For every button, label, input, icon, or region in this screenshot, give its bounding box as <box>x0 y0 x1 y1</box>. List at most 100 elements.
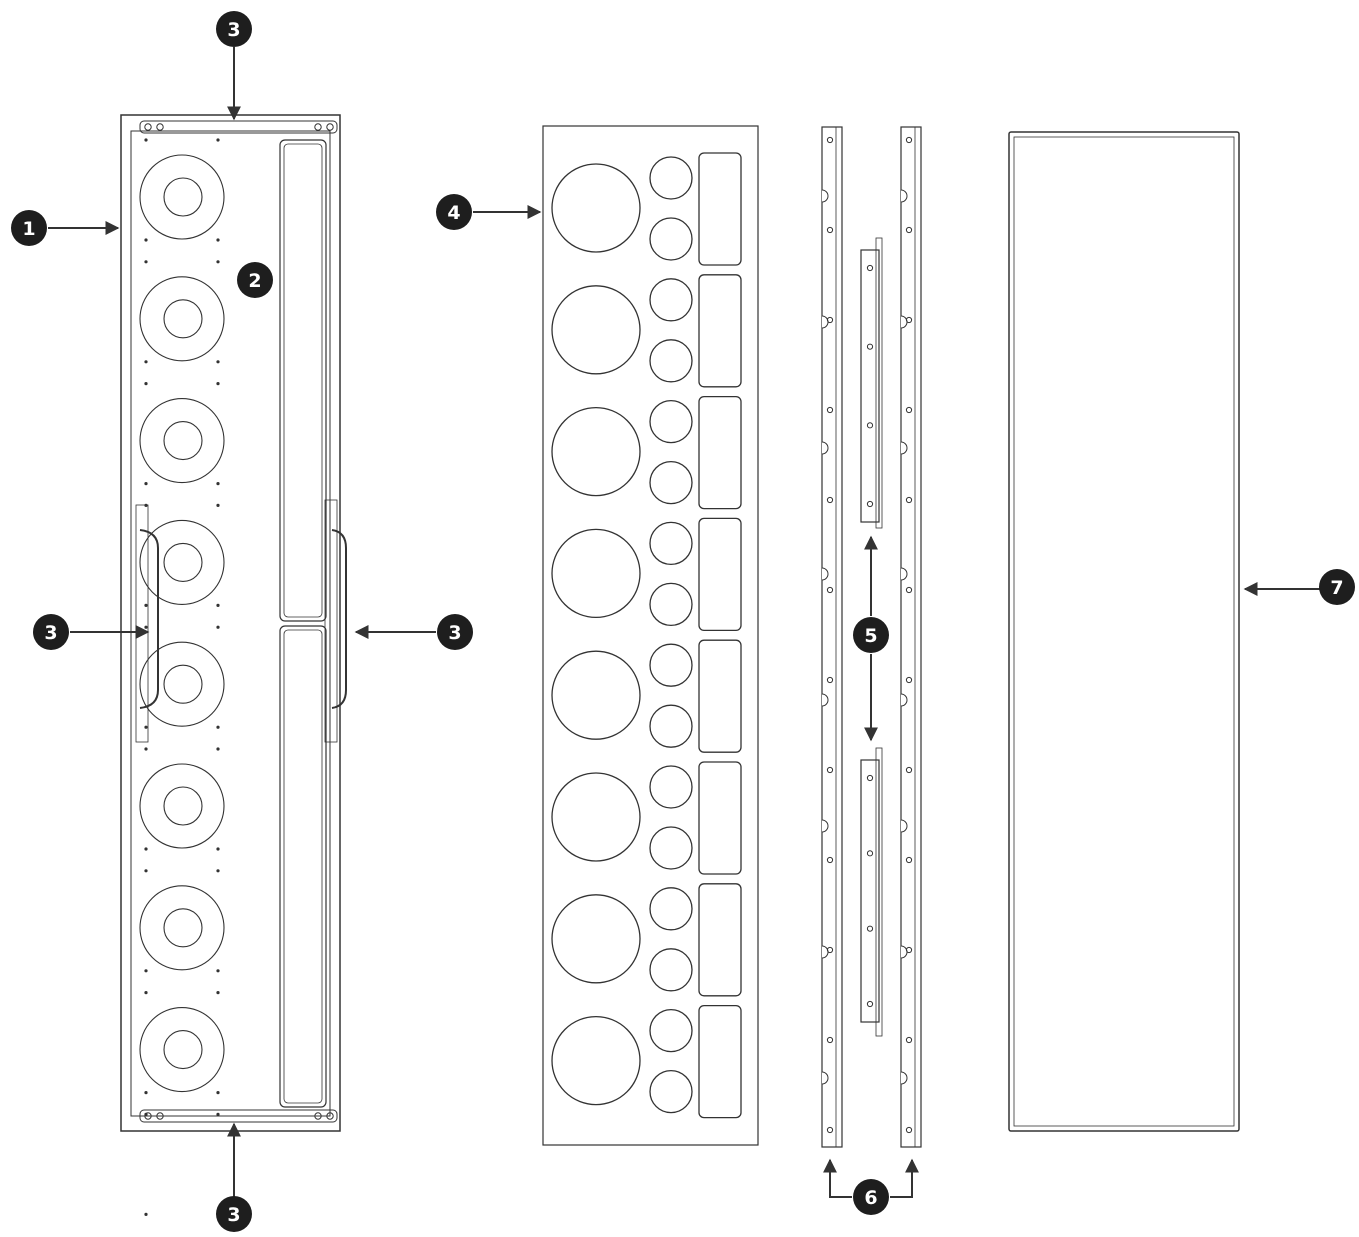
fastener-dot <box>216 847 220 851</box>
small-cutout <box>649 156 693 200</box>
svg-text:2: 2 <box>248 270 261 292</box>
rail-notch <box>900 1071 908 1085</box>
rail-hole <box>905 406 913 414</box>
rail-hole <box>826 856 834 864</box>
woofer-surround <box>139 1007 225 1093</box>
fastener-dot <box>216 260 220 264</box>
woofer-surround <box>139 763 225 849</box>
side-rail-right <box>900 126 922 1148</box>
mount-screw <box>156 1112 164 1120</box>
fastener-dot <box>216 382 220 386</box>
rail-hole <box>826 496 834 504</box>
mount-screw <box>144 1112 152 1120</box>
small-cutout <box>649 217 693 261</box>
fastener-dot <box>216 725 220 729</box>
slot-cutout <box>698 517 742 632</box>
fastener-dot <box>144 238 148 242</box>
svg-text:3: 3 <box>44 622 57 644</box>
callout-3-bottom: 3 <box>216 1196 252 1232</box>
small-cutout <box>649 460 693 505</box>
fastener-dot <box>216 138 220 142</box>
rail-hole <box>905 586 913 594</box>
grille-frame-outer <box>1008 131 1240 1132</box>
svg-text:5: 5 <box>864 625 877 647</box>
woofer-surround <box>139 519 225 605</box>
fastener-dot <box>144 1091 148 1095</box>
handle-mount-left <box>135 504 149 743</box>
bracket-hole <box>866 850 874 857</box>
fastener-dot <box>144 725 148 729</box>
rail-hole <box>905 766 913 774</box>
fastener-dot <box>216 747 220 751</box>
rail-hole <box>826 766 834 774</box>
svg-text:4: 4 <box>447 202 460 224</box>
rail-notch <box>900 441 908 455</box>
woofer-surround <box>139 154 225 240</box>
fastener-dot <box>216 1091 220 1095</box>
callout-3-right: 3 <box>437 614 473 650</box>
rail-hole <box>826 1126 834 1134</box>
slot-cutout <box>698 883 742 997</box>
rail-notch <box>900 189 908 203</box>
small-cutout <box>649 1069 693 1114</box>
rail-hole <box>826 226 834 234</box>
grille-frame <box>1008 131 1240 1132</box>
side-rails <box>821 126 922 1148</box>
rail-hole <box>905 856 913 864</box>
rail-notch <box>900 819 908 833</box>
fastener-dot <box>216 360 220 364</box>
slot-cutout <box>698 639 742 753</box>
grille-mask <box>542 125 759 1146</box>
fastener-dot <box>144 260 148 264</box>
rail-notch <box>821 945 829 959</box>
large-cutout <box>551 1015 641 1106</box>
small-cutout <box>649 521 693 566</box>
handle-mount-right <box>324 499 338 743</box>
fastener-dot <box>144 382 148 386</box>
fastener-dot <box>144 625 148 629</box>
small-cutout <box>649 704 693 748</box>
svg-text:3: 3 <box>227 1204 240 1226</box>
rail-hole <box>905 676 913 684</box>
bracket-lower-flange <box>875 747 883 1037</box>
grille-mask-cutouts <box>551 152 742 1119</box>
rail-notch <box>821 189 829 203</box>
speaker-cabinet <box>120 114 347 1216</box>
side-rail-left <box>821 126 843 1148</box>
leader-6-left <box>823 1158 852 1198</box>
small-cutout <box>649 826 693 870</box>
callout-3-top: 3 <box>216 11 252 47</box>
large-cutout <box>551 650 641 740</box>
svg-text:1: 1 <box>22 218 35 240</box>
woofer-surround <box>139 276 225 362</box>
rail-hole <box>905 316 913 324</box>
fastener-dot <box>144 969 148 973</box>
callout-2: 2 <box>237 262 273 298</box>
mount-screw <box>326 1112 334 1120</box>
large-cutout <box>551 772 641 862</box>
rail-hole <box>826 1036 834 1044</box>
callout-4: 4 <box>436 194 472 230</box>
svg-text:3: 3 <box>448 622 461 644</box>
fastener-dot <box>144 869 148 873</box>
slot-cutout <box>698 1004 742 1119</box>
rail-hole <box>826 406 834 414</box>
rail-notch <box>900 693 908 707</box>
cabinet-top-mount-bar <box>139 120 338 134</box>
leader-6-right <box>890 1158 919 1198</box>
tweeter-panel-upper-inner <box>283 143 323 618</box>
woofer-group <box>139 154 225 1093</box>
woofer-dust-cap <box>163 664 203 704</box>
small-cutout <box>649 339 693 383</box>
fastener-dot <box>144 747 148 751</box>
slot-cutout <box>698 761 742 875</box>
fastener-dot <box>216 238 220 242</box>
rail-hole <box>905 1036 913 1044</box>
svg-text:6: 6 <box>864 1187 877 1209</box>
cabinet-bottom-mount-bar <box>139 1109 338 1123</box>
small-cutout <box>649 1008 693 1053</box>
woofer-dust-cap <box>163 786 203 826</box>
rail-hole <box>905 226 913 234</box>
rail-notch <box>900 567 908 581</box>
callout-3-left: 3 <box>33 614 69 650</box>
